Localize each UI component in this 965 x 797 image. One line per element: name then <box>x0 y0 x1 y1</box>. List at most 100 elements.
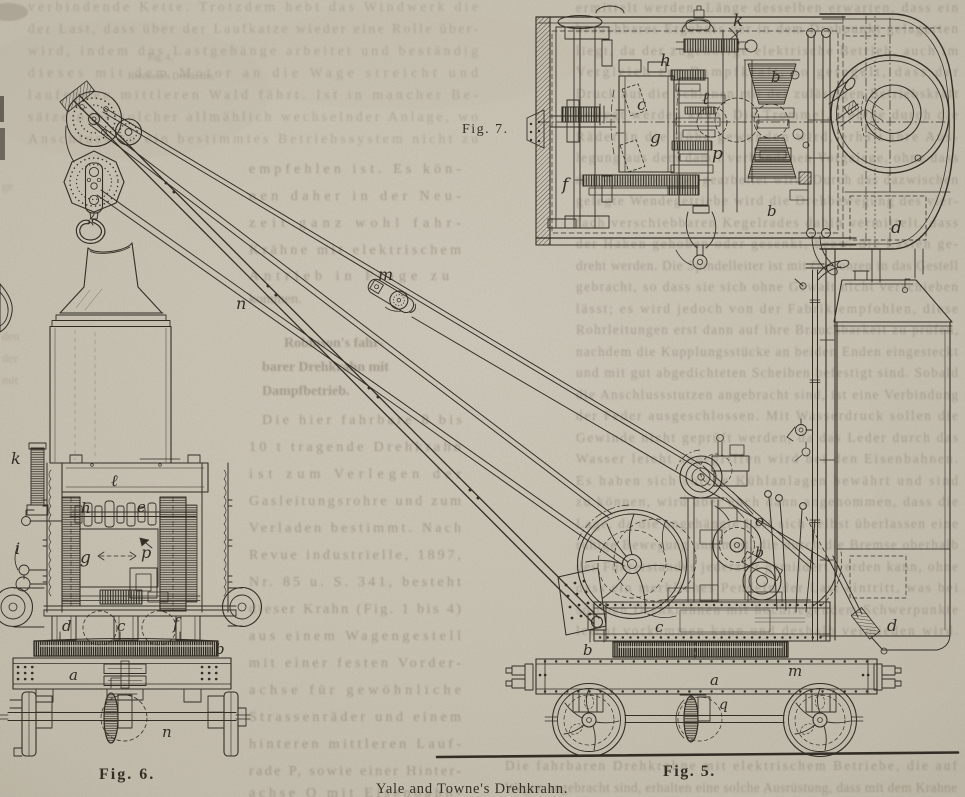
crane-jib-and-ropes <box>73 94 831 625</box>
fig7-cross-beam <box>564 26 613 229</box>
bleed-text-line: ge <box>2 179 13 193</box>
crane-hook-block <box>63 150 125 244</box>
rope-part-labels: nm <box>236 265 393 313</box>
part-label-ℓ: ℓ <box>111 471 118 490</box>
fig7-lubricator-valve <box>675 205 717 270</box>
bleed-text-line: empfehlen ist. Es kön- <box>249 162 461 177</box>
part-label-a: a <box>69 666 78 684</box>
bleed-text-line: mit <box>2 373 19 387</box>
hoist-ropes <box>88 107 831 567</box>
fig5-control-levers <box>699 465 816 613</box>
figure-ink-layer <box>0 5 960 759</box>
part-label-m: m <box>788 662 802 680</box>
bleed-text-line: wird, indem das Lastgehänge arbeitet und… <box>28 43 478 58</box>
gusset-rivets <box>529 120 541 143</box>
part-label-g: g <box>650 128 661 148</box>
fig6-caption: Fig. 6. <box>99 766 155 783</box>
bleed-text-line: Strassenräder und einem <box>249 710 461 725</box>
paper-stain <box>0 680 240 797</box>
bleed-text-line: gebracht, so dass sie sich ohne Gewalt n… <box>576 279 958 294</box>
part-label-k: k <box>11 449 21 468</box>
fig6-turntable-ring <box>33 631 219 657</box>
part-label-f: f <box>172 614 182 633</box>
bleed-text-line: der <box>2 351 17 365</box>
fig5-jib-foot <box>557 567 607 643</box>
figure-captions: Fig. 7. Fig. 6. Fig. 5. Yale and Towne's… <box>99 122 716 797</box>
bleed-text-line: Rohrleitungen erst dann auf ihre Brauchb… <box>576 322 958 337</box>
bleed-text-line: ruhige Bewegung annimmt, die durch die B… <box>576 537 958 552</box>
bleed-text-line: fach verschiebbaren Kegelrades dahin ver… <box>576 215 958 230</box>
bleed-text-line: nachdem die Kupplungsstücke an beiden En… <box>576 344 958 359</box>
bleed-text-line: dreht werden. Die Spindelleiter ist mit … <box>576 258 958 273</box>
bleed-text-line: Wasser leicht angegriffen wird bei den E… <box>576 451 958 466</box>
bleed-text-line: Revue industrielle, 1897, <box>249 548 461 563</box>
part-label-k: k <box>733 11 743 31</box>
crane-hook <box>75 213 106 244</box>
bleed-text-line: Robinson's fahr- <box>284 336 384 351</box>
fig6-wheel-right <box>207 691 247 757</box>
fig5-rail-line <box>435 751 960 759</box>
bleed-text-line: Verladen bestimmt. Nach <box>249 521 461 536</box>
part-label-n: n <box>162 723 172 741</box>
paper-stain <box>870 100 965 700</box>
fig7-main-gear-bands <box>574 147 812 196</box>
bleed-text-line: Gewinde nicht geprüft werden, da das Led… <box>576 430 958 445</box>
part-label-q: q <box>719 697 728 713</box>
fig5-stay-rod <box>805 516 888 655</box>
jib-foot-rivets <box>564 579 592 620</box>
bleed-text-line: der Feder ausgeschlossen. Mit Wasserdruc… <box>576 408 958 423</box>
fig6-wheel-left <box>9 691 53 757</box>
fig5-buffer-left <box>505 663 534 691</box>
fig5-buffer-right <box>873 663 902 691</box>
part-label-c: c <box>117 617 126 635</box>
fig7-gear-cluster-middle <box>670 29 760 213</box>
part-label-p: p <box>141 543 151 562</box>
bleed-text-line: laufenden mittleren Wald fährt. Ist in m… <box>28 87 479 102</box>
part-label-h: h <box>660 51 671 71</box>
fig5-truck <box>505 658 902 758</box>
bleed-text-line: gelegte Wendegetriebe wird die Drehbeweg… <box>576 193 958 208</box>
part-label-e: e <box>137 498 146 516</box>
part-label-a: a <box>710 671 719 689</box>
bleed-text-line: brauchbares Ergebnis der in dem Drehpunk… <box>576 21 958 36</box>
part-label-b: b <box>767 202 777 220</box>
fig5-turntable-ring <box>612 640 789 659</box>
fig7-pipe-columns <box>806 28 864 238</box>
part-label-f: f <box>560 175 571 195</box>
fig5-caption: Fig. 5. <box>663 763 716 780</box>
fig7-drum-housing <box>819 13 955 250</box>
fig5-gear-train <box>712 505 783 601</box>
bleed-text-line: Gasleitungsrohre und zum <box>249 494 461 509</box>
fig5-spoked-wheel <box>576 504 697 620</box>
fig7-rope-drum <box>830 54 950 174</box>
part-label-d: d <box>62 617 72 635</box>
bleed-text-line: Wagen angebracht sind, erhalten eine sol… <box>505 780 957 795</box>
fig5-ballast-tank <box>812 270 953 651</box>
rope-pulley-block-m <box>367 278 416 314</box>
part-label-c: c <box>637 95 646 114</box>
bleed-text-line: Krähne mit elektrischem <box>249 243 461 258</box>
part-label-d: d <box>887 616 897 635</box>
fig6-truck <box>0 657 251 757</box>
part-label-c: c <box>655 618 664 636</box>
bleed-block-small-caption-bleed: Fig. 4.Robinson's Drehkrahn. <box>128 53 215 82</box>
bleed-text-line: Es haben sich solche Kühlanlagen bewährt… <box>576 473 958 488</box>
part-label-ℓ: ℓ <box>702 89 709 109</box>
plate-main-caption: Yale and Towne's Drehkrahn. <box>376 781 568 797</box>
bleed-text-line: ermittelt werden. Länge desselben erwart… <box>576 0 958 15</box>
fig7-top-motor <box>675 5 758 53</box>
bleed-text-line: Die hier fahrbare 8 bis <box>262 413 462 428</box>
part-label-g: g <box>80 548 91 568</box>
fig5-platform-girder <box>593 601 831 642</box>
fig7-frame <box>526 5 857 246</box>
bleed-text-line: zu können, wird aber auch dann angenomme… <box>576 494 958 509</box>
bleed-text-line: Dampfbetrieb. <box>262 384 350 399</box>
part-label-m: m <box>378 265 393 284</box>
fig5-wheel-right <box>782 682 858 758</box>
